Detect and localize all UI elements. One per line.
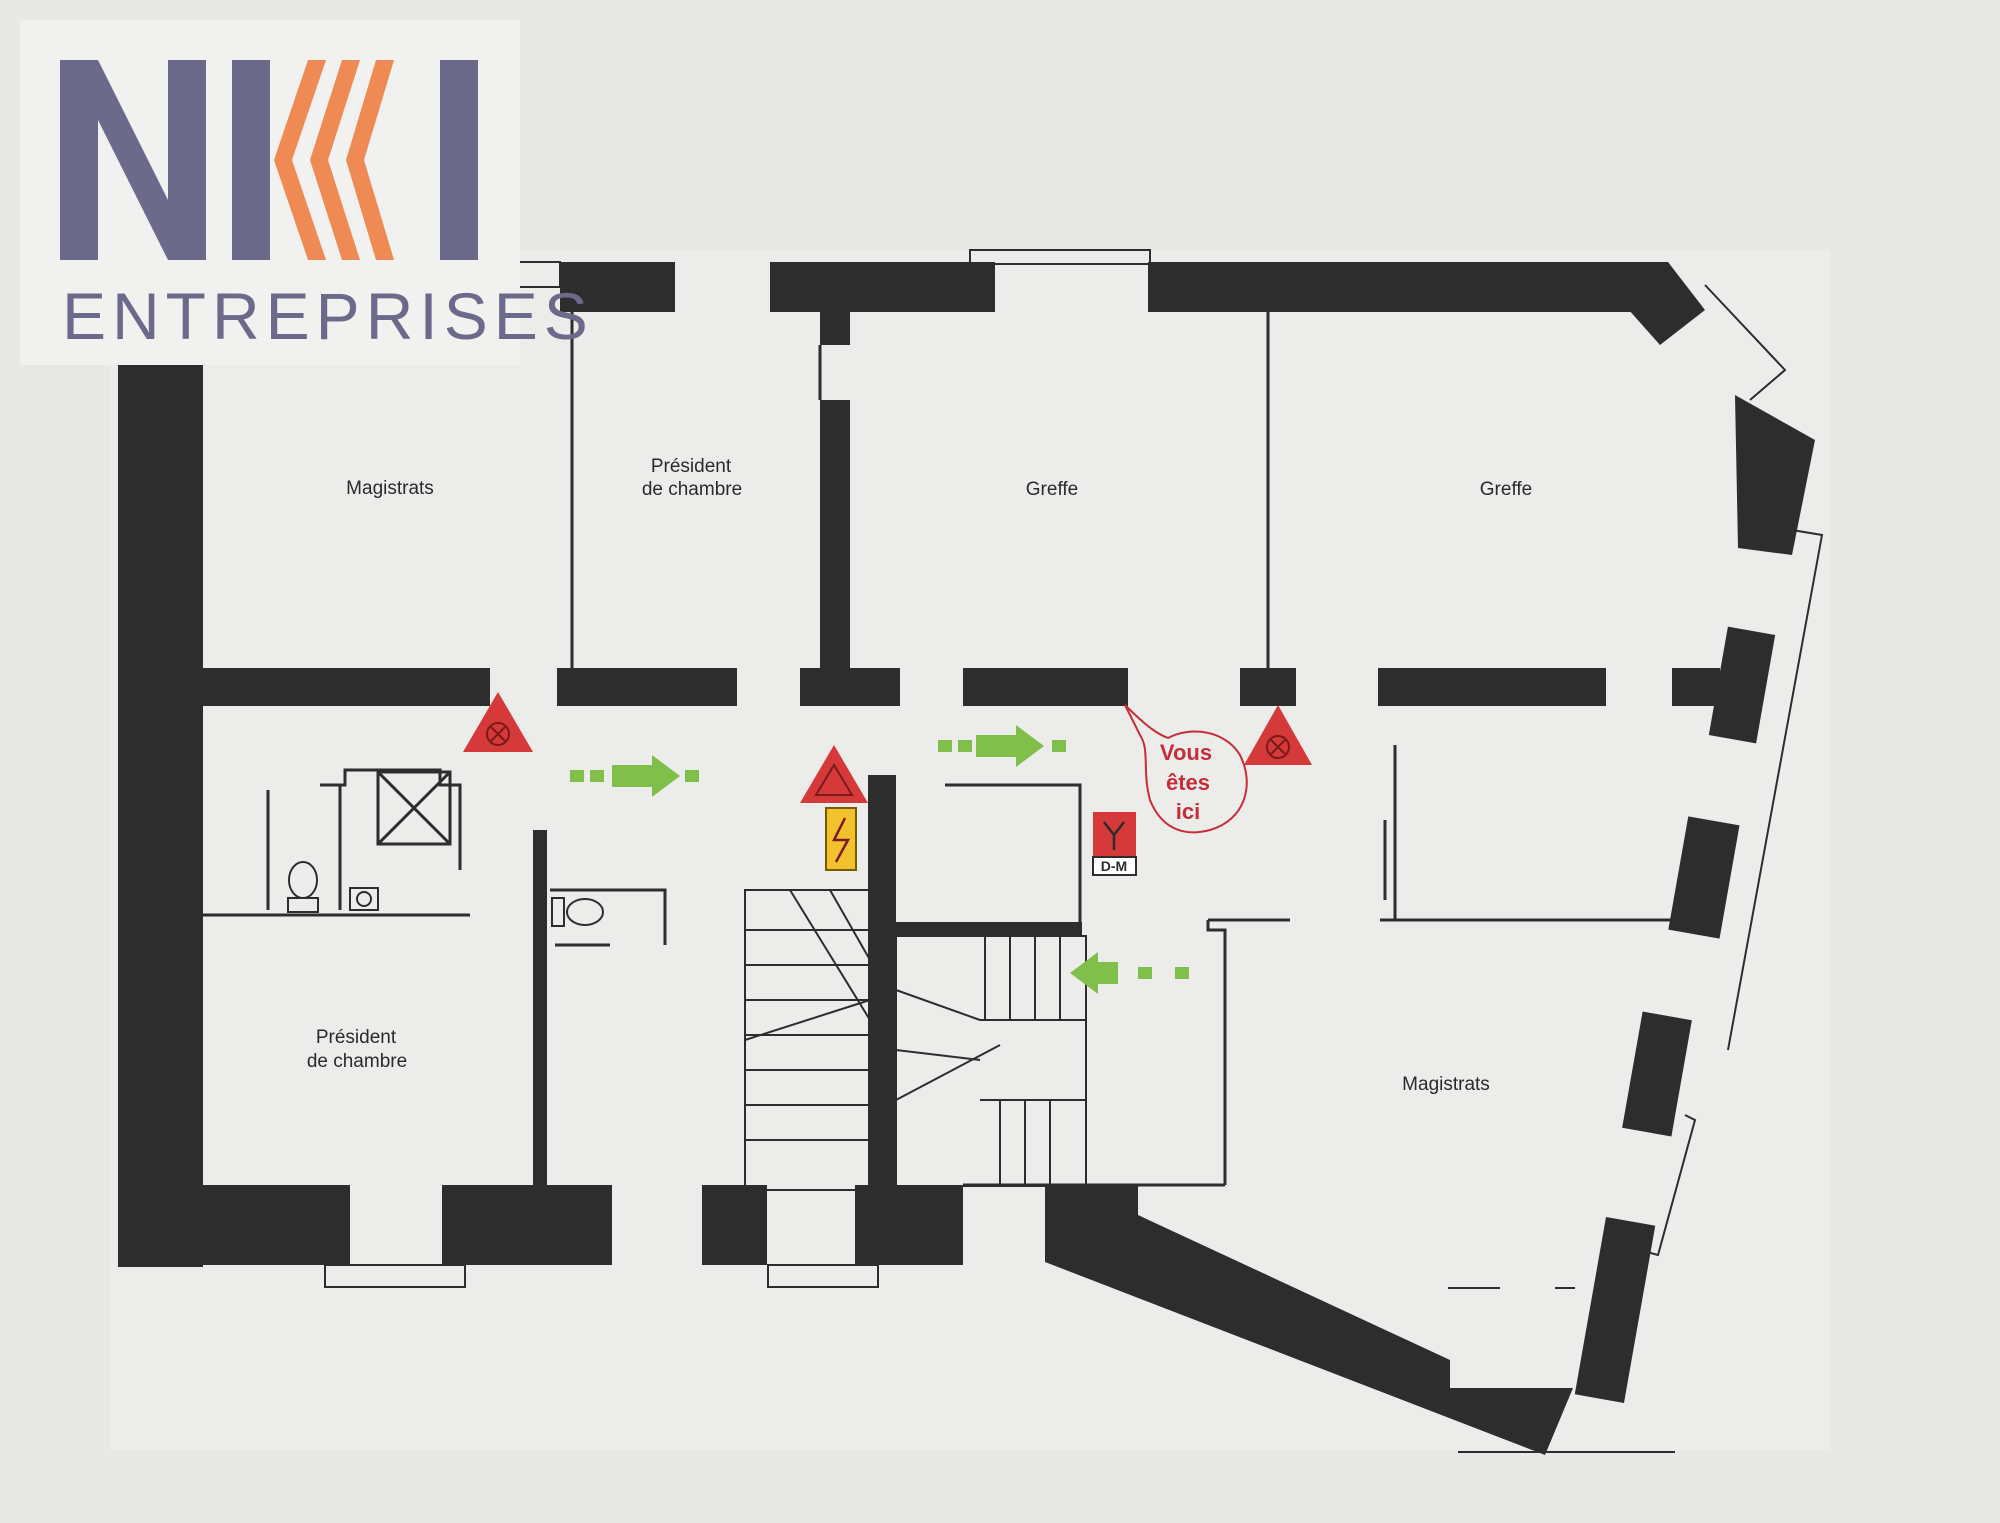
room-label-president-top-line2: de chambre [642,479,742,500]
corridor-walls [203,400,1720,1195]
evacuation-arrow [1070,952,1189,994]
warning-triangle-icon [800,745,868,803]
logo: ENTREPRISES [20,20,588,365]
you-are-here-bubble [1124,704,1248,834]
alarm-triangle-icon [1244,705,1312,765]
room-label-greffe-2: Greffe [1480,479,1532,500]
evacuation-arrow [938,725,1066,767]
logo-mark [60,60,478,260]
dm-label: D-M [1101,858,1127,874]
windows [324,249,1824,1453]
you-are-here-line1: Vous [1160,740,1212,765]
room-label-president-top-line1: Président [651,456,732,477]
alarm-triangle-icon [463,692,533,752]
outer-walls [118,262,1815,1455]
room-label-president-bottom-line1: Président [316,1027,397,1048]
fire-hose-icon [1092,812,1137,876]
logo-wordmark: ENTREPRISES [62,279,594,353]
staircase [744,889,1087,1191]
toilet-icon [287,861,604,927]
you-are-here-label: Vous êtes ici [1160,740,1212,824]
you-are-here-line2: êtes [1166,770,1210,795]
room-labels: Magistrats Président de chambre Greffe G… [307,456,1532,1095]
room-label-magistrats-top: Magistrats [346,478,434,499]
you-are-here-line3: ici [1176,799,1200,824]
room-label-greffe-1: Greffe [1026,479,1078,500]
interior-partitions [198,312,1680,1187]
room-label-president-bottom-line2: de chambre [307,1051,407,1072]
evacuation-arrow [570,755,699,797]
room-label-magistrats-bottom: Magistrats [1402,1074,1490,1095]
electric-hazard-icon [825,807,857,871]
